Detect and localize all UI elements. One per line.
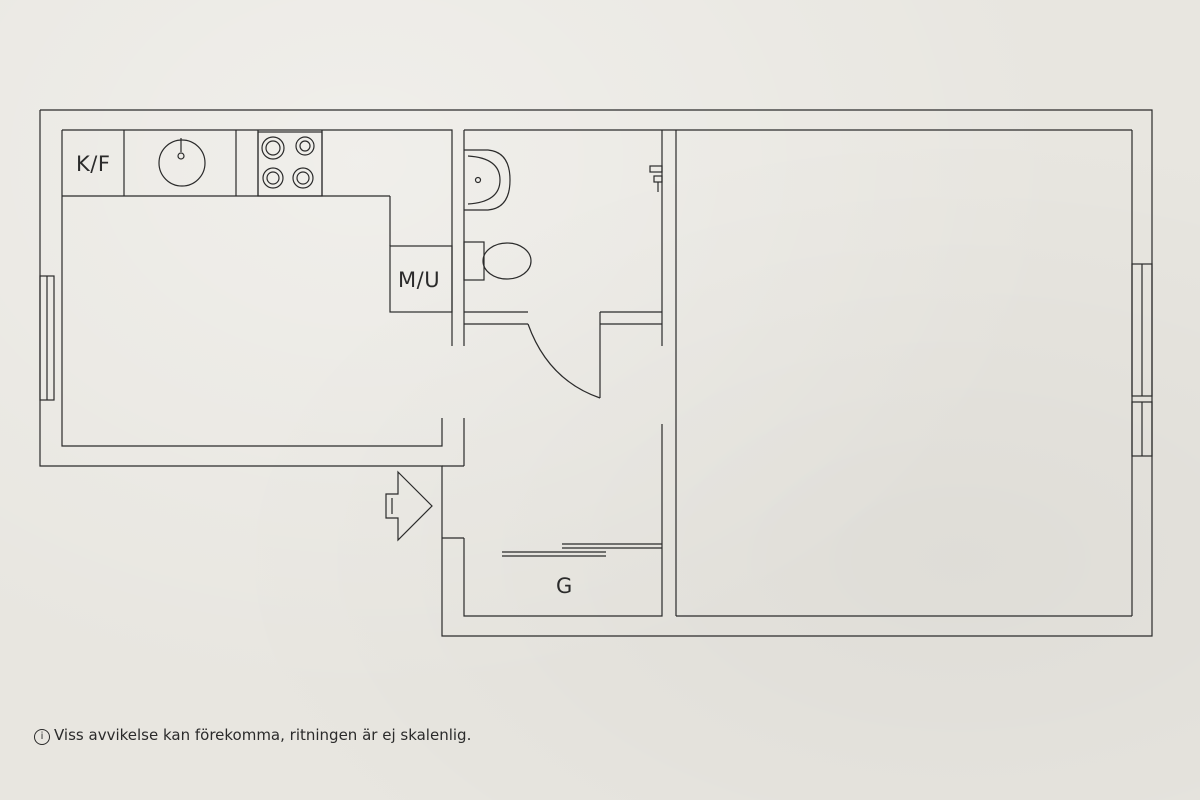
bathroom-walls (463, 130, 663, 398)
entrance-arrow-icon (385, 470, 433, 542)
toilet-icon (463, 241, 532, 281)
shower-fixture-icon (649, 165, 663, 192)
label-kitchen-fridge: K/F (76, 152, 111, 176)
kitchen-counter (62, 130, 391, 246)
info-icon: i (34, 729, 50, 745)
window-right-1 (1131, 263, 1153, 397)
label-wardrobe: G (556, 574, 573, 598)
wardrobe-sliding-doors (502, 543, 662, 557)
window-right-2 (1131, 401, 1153, 457)
kitchen-sink-icon (158, 138, 206, 187)
entrance-door (442, 418, 465, 539)
outer-walls (39, 109, 1153, 637)
washer-dryer-box (389, 245, 453, 313)
stove-icon (257, 131, 323, 197)
window-left (39, 275, 55, 401)
bathroom-sink-icon (464, 149, 511, 211)
label-washer-dryer: M/U (398, 268, 441, 292)
bathroom-door (527, 323, 601, 399)
disclaimer-text: Viss avvikelse kan förekomma, ritningen … (54, 726, 472, 744)
